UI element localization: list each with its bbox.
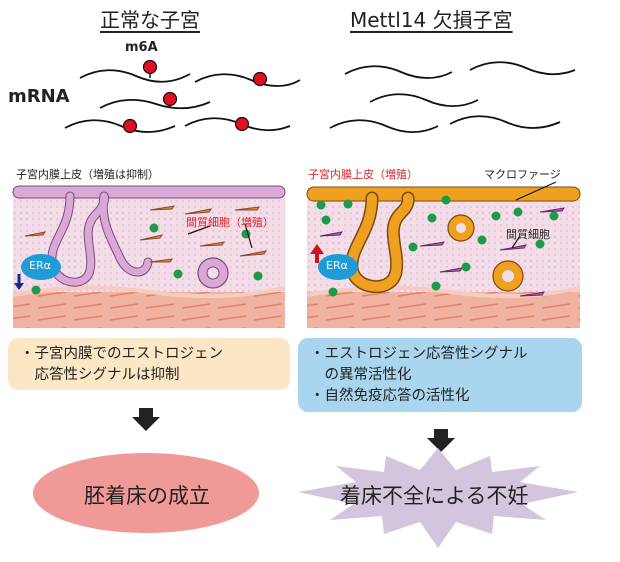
m6a-label: m6A [125,40,158,55]
m6a-marks [122,59,268,134]
right-title: Mettl14 欠損子宮 [350,8,513,32]
m6a-mark [122,118,138,134]
left-stroma-pointers [187,223,253,249]
left-outcome-label: 胚着床の成立 [84,484,210,508]
left-epithelium [12,185,286,199]
right-down-arrow [427,429,455,452]
right-stroma-label: 間質細胞 [506,228,550,241]
right-pointers [511,181,557,249]
right-gland [345,191,415,293]
left-summary-box: ・子宮内膜でのエストロジェン 応答性シグナルは抑制 [8,338,290,390]
right-receptor-group [310,244,358,280]
macrophage-label: マクロファージ [484,168,561,181]
left-stroma-label: 間質細胞（増殖） [186,216,274,229]
left-stromal-cells [24,205,268,263]
left-gland-fill [48,192,152,286]
m6a-mark [162,91,178,108]
left-gland-cross-section [197,257,229,289]
left-macrophages [31,223,263,295]
left-summary-line: ・子宮内膜でのエストロジェン [20,346,223,362]
m6a-mark [234,116,250,132]
left-receptor-label: ERα [29,259,51,272]
right-gland-cross-sections [447,214,524,292]
right-epithelium-label: 子宮内膜上皮（増殖） [308,168,418,181]
right-receptor-label: ERα [326,259,348,272]
right-outcome-shape [298,448,578,548]
right-summary-box: ・エストロジェン応答性シグナル の異常活性化 ・自然免疫応答の活性化 [298,338,582,412]
right-summary-line: ・自然免疫応答の活性化 [310,388,470,404]
right-summary-line: の異常活性化 [310,367,412,383]
left-outcome-shape [33,453,259,533]
left-receptor-group [14,254,61,290]
mrna-label: mRNA [8,86,70,107]
left-down-arrow [132,408,160,431]
right-summary-line: ・エストロジェン応答性シグナル [310,346,528,362]
right-macrophages [316,195,559,297]
left-title: 正常な子宮 [100,8,200,32]
mrna-strands-right [329,61,576,133]
left-epithelium-label: 子宮内膜上皮（増殖は抑制） [16,168,159,181]
m6a-mark [252,71,268,87]
left-summary-line: 応答性シグナルは抑制 [20,367,180,383]
m6a-mark [142,59,158,78]
right-outcome-label: 着床不全による不妊 [340,484,529,508]
